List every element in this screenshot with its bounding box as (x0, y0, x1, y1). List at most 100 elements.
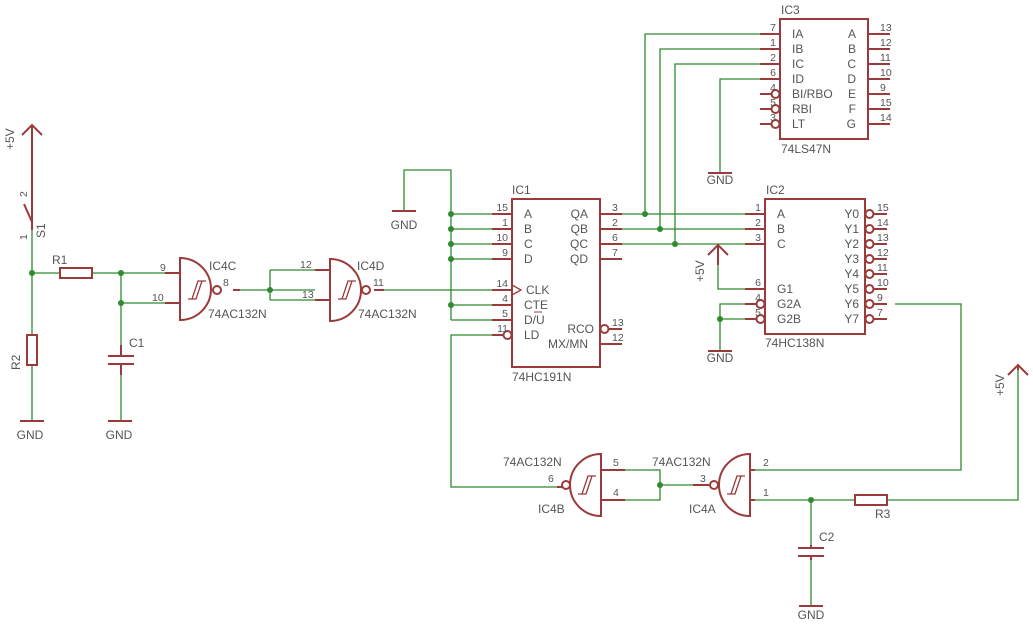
ic2-pin-y2: 13 Y2 (844, 232, 889, 251)
ic1-pin-label: RCO (567, 322, 594, 336)
ic1-pin-label: QB (571, 222, 588, 236)
svg-text:74HC138N: 74HC138N (765, 336, 824, 350)
svg-text:11: 11 (373, 277, 384, 289)
svg-text:GND: GND (707, 351, 734, 365)
ic2-pin-label: Y2 (844, 237, 859, 251)
ic3-pin-number: 4 (770, 82, 776, 94)
ic2-pin-number: 14 (877, 217, 889, 229)
vcc-symbol-ic2: +5V (693, 243, 729, 282)
ic3-pin-number: 11 (880, 52, 891, 64)
svg-text:IC2: IC2 (766, 183, 785, 197)
ic3-pin-number: 1 (770, 37, 776, 49)
svg-text:4: 4 (613, 487, 619, 499)
ic3-pin-label: B (848, 42, 856, 56)
gnd-symbol-ic1: GND (391, 210, 418, 232)
ic3-pin-ia: 7 IA (760, 22, 803, 41)
ic2-pin-label: Y4 (844, 267, 859, 281)
ic1-pin-label: QA (571, 207, 588, 221)
gnd-symbol-c2: GND (798, 605, 825, 622)
ic3-pin-birbo: 4 BI/RBO (760, 82, 833, 101)
ic2-pin-number: 11 (877, 262, 888, 274)
ic3-pin-number: 2 (770, 52, 776, 64)
ic1-pin-number: 15 (496, 202, 508, 214)
ic1-pin-number: 14 (496, 278, 508, 290)
ic3-pin-number: 3 (770, 112, 776, 124)
ic1-pin-number: 7 (612, 247, 618, 259)
svg-text:IC4B: IC4B (538, 502, 565, 516)
ic2-pin-number: 7 (877, 307, 883, 319)
ic3-pin-label: IA (792, 27, 803, 41)
svg-text:74AC132N: 74AC132N (358, 307, 417, 321)
ic2-pin-number: 15 (877, 202, 889, 214)
ic1-pin-number: 9 (502, 247, 508, 259)
ic3-pin-label: BI/RBO (792, 87, 833, 101)
ic3-pin-lt: 3 LT (760, 112, 806, 131)
ic1-pin-a: 15 A (492, 202, 532, 221)
ic1-pin-label: D (524, 252, 533, 266)
ic2-pin-label: Y5 (844, 282, 859, 296)
ic2-pin-label: A (777, 207, 785, 221)
svg-text:GND: GND (106, 428, 133, 442)
ic3-pin-d: 10D (847, 67, 892, 86)
svg-text:13: 13 (302, 289, 314, 301)
ic1-pin-label: A (524, 207, 532, 221)
ic1-pin-label: B (524, 222, 532, 236)
svg-text:74HC191N: 74HC191N (512, 370, 571, 384)
ic2-pin-number: 12 (877, 247, 889, 259)
switch-s1: 1 2 S1 (18, 191, 48, 240)
ic3-pin-f: 15F (849, 97, 892, 116)
svg-text:10: 10 (152, 292, 164, 304)
ic1-pin-number: 10 (496, 232, 508, 244)
ic2-pin-number: 2 (755, 217, 761, 229)
ic1-pin-qa: 3 QA (571, 202, 622, 221)
svg-text:C2: C2 (819, 530, 835, 544)
ic1-pin-number: 3 (612, 202, 618, 214)
capacitor-c1: C1 (108, 336, 145, 375)
ic3-pin-number: 13 (880, 22, 892, 34)
gnd-symbol-ic2: GND (707, 350, 734, 365)
ic2-pin-number: 5 (755, 307, 761, 319)
ic3-pin-label: E (848, 87, 856, 101)
resistor-r2: R2 (9, 334, 38, 370)
ic2-pin-number: 4 (755, 292, 761, 304)
svg-text:74AC132N: 74AC132N (503, 455, 562, 469)
capacitor-c2: C2 (798, 530, 835, 560)
ic3-pin-number: 10 (880, 67, 892, 79)
svg-text:+5V: +5V (993, 374, 1007, 396)
svg-text:+5V: +5V (3, 128, 17, 150)
svg-text:+5V: +5V (693, 260, 707, 282)
ic2-pin-label: G2A (777, 297, 801, 311)
ic3-pin-number: 9 (880, 82, 886, 94)
svg-text:9: 9 (160, 262, 166, 274)
ic2-pin-y6: 9Y6 (844, 292, 887, 311)
ic1-pin-qc: 6QC (570, 232, 622, 251)
svg-text:5: 5 (613, 457, 619, 469)
ic3-pin-label: LT (792, 117, 806, 131)
wires (31, 33, 1019, 605)
ic3-pin-number: 15 (880, 97, 892, 109)
ic2-pin-number: 13 (877, 232, 889, 244)
ic2-pin-number: 6 (755, 277, 761, 289)
gnd-symbol-r2: GND (17, 420, 44, 442)
ic3-pin-number: 7 (770, 22, 776, 34)
svg-text:C1: C1 (129, 336, 145, 350)
ic2-pin-y4: 11 Y4 (844, 262, 888, 281)
ic3-pin-c: 11C (847, 52, 891, 71)
ic3-pin-label: A (848, 27, 856, 41)
svg-text:R3: R3 (875, 507, 891, 521)
ic2-pin-number: 1 (755, 202, 761, 214)
